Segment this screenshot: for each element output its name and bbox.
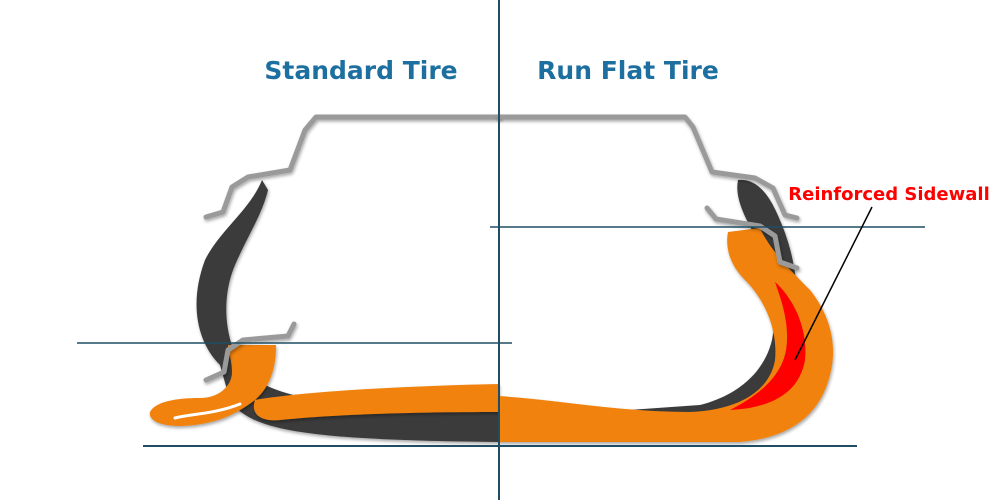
run-flat-rim-lowered (704, 205, 800, 271)
reinforced-sidewall-insert (730, 282, 806, 410)
standard-tire-title: Standard Tire (264, 56, 457, 85)
reinforced-sidewall-label: Reinforced Sidewall (788, 184, 990, 205)
run-flat-tire-title: Run Flat Tire (537, 56, 719, 85)
run-flat-rim (496, 114, 800, 221)
standard-tire-rim (203, 114, 502, 220)
standard-tire-sidewall (196, 180, 499, 442)
standard-tire-inner-fold (173, 402, 242, 420)
callout-pointer-line (794, 206, 873, 361)
run-flat-tread (499, 228, 834, 442)
standard-tire-rim-lowered (203, 321, 297, 383)
